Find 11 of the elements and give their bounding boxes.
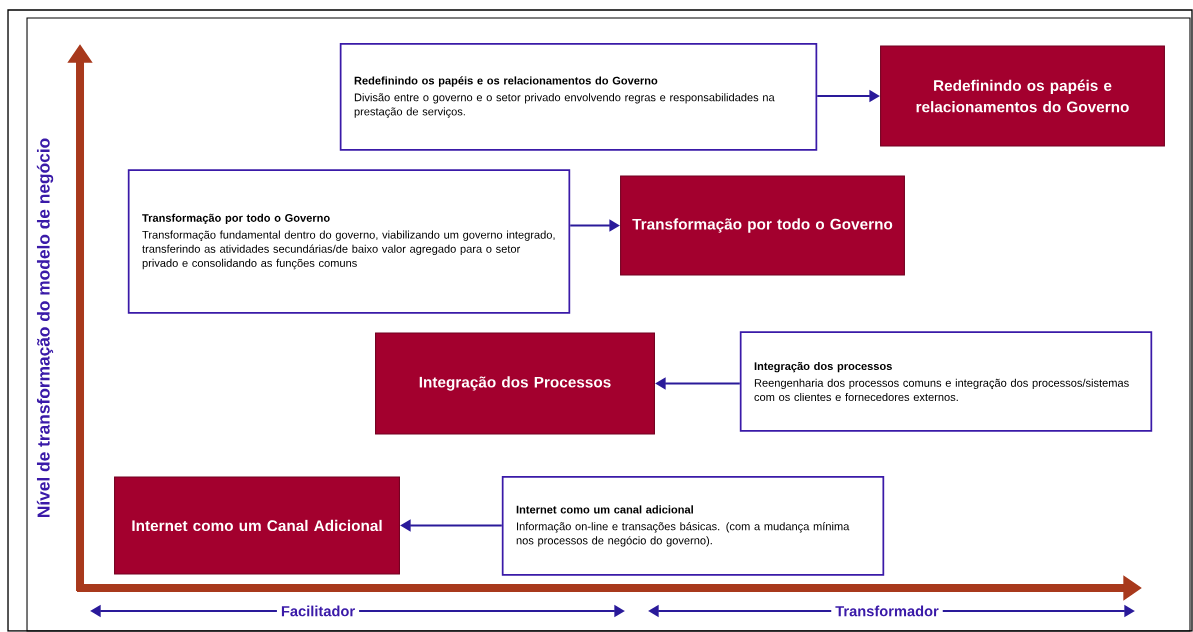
- description-box: Internet como um canal adicional Informação on-line e transações básicas. (com a mudança mínima nos processos de negócio do governo).: [501, 476, 885, 576]
- stage-box: Redefinindo os papéis e relacionamentos do Governo: [880, 45, 1165, 147]
- stage-box: Internet como um Canal Adicional: [114, 476, 400, 575]
- stage-box: Integração dos Processos: [375, 332, 655, 435]
- axis-label: Nível de transformação do modelo de negócio: [36, 138, 54, 518]
- stage-box: Transformação por todo o Governo: [620, 175, 905, 276]
- range-label: Transformador: [831, 601, 943, 621]
- description-box: Integração dos processos Reengenharia dos processos comuns e integração dos processos/sistemas com os clientes e fornecedores externos.: [739, 331, 1153, 432]
- range-label: Facilitador: [276, 601, 360, 621]
- description-box: Redefinindo os papéis e os relacionamentos do Governo Divisão entre o governo e o setor privado envolvendo regras e responsabilidades na prestação de serviços.: [339, 43, 818, 151]
- description-box: Transformação por todo o Governo Transformação fundamental dentro do governo, viabilizando um governo integrado, transferindo as atividades secundárias/de baixo valor agregado para o setor privado e consolidando as funções comuns: [127, 169, 571, 314]
